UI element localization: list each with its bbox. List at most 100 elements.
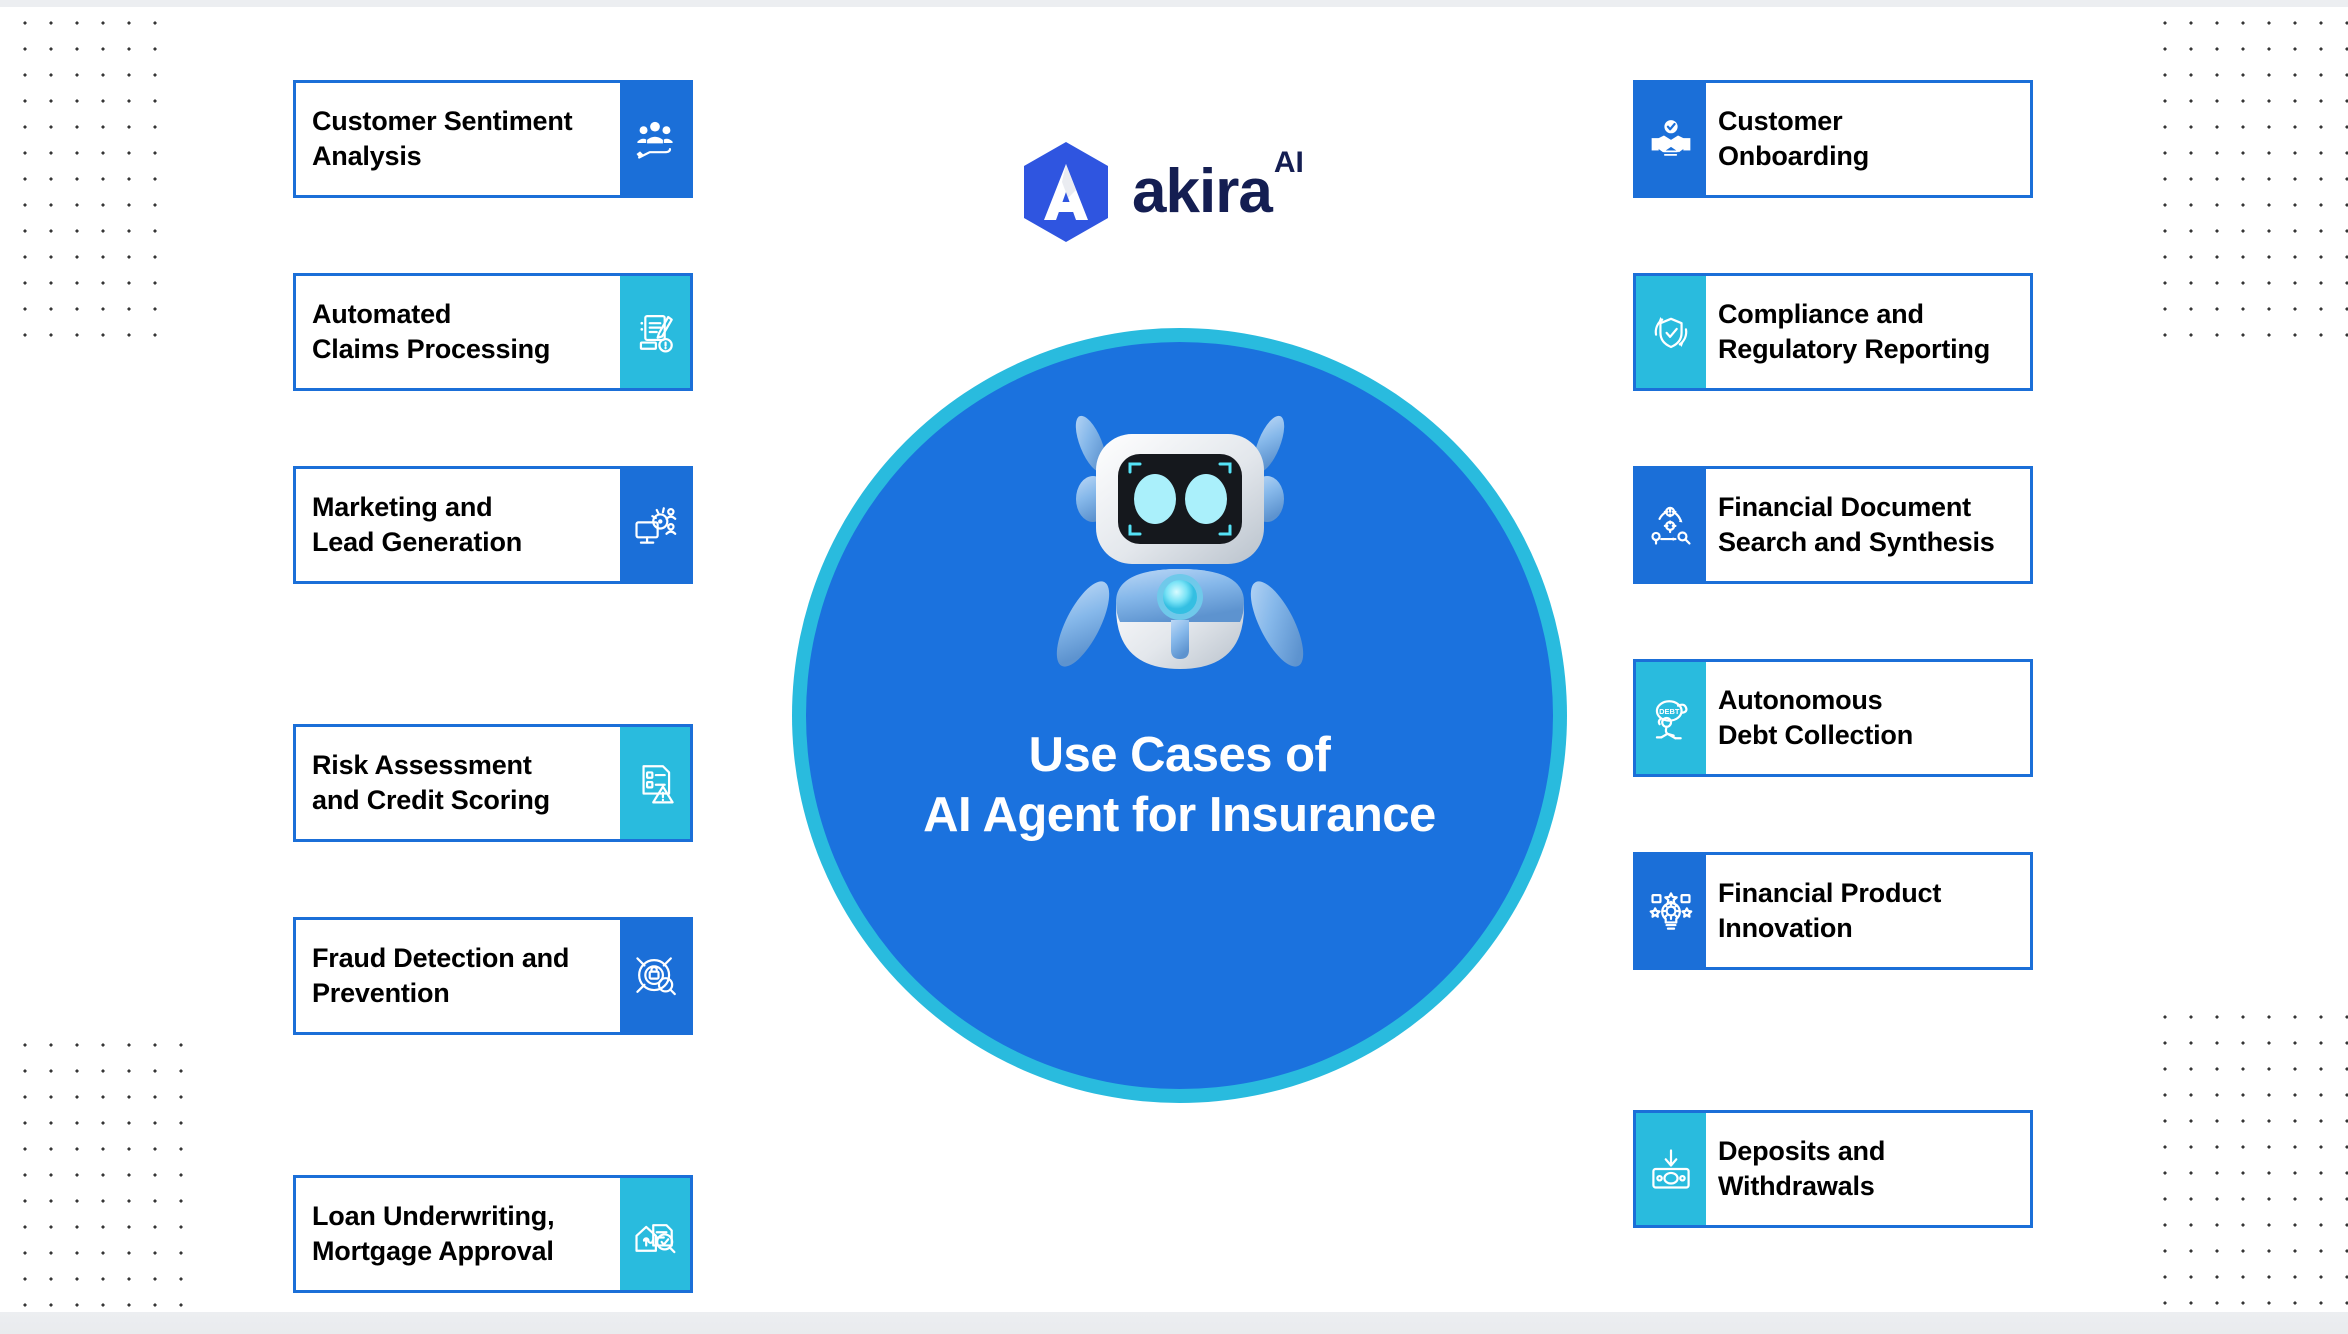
card-icon-panel [620,727,690,839]
card-label-line1: Compliance and [1718,299,1924,330]
card-label-line2: Withdrawals [1718,1171,1875,1201]
card-label: Risk Assessment and Credit Scoring [296,727,620,839]
lightbulb-gear-idea-icon [1649,892,1693,930]
center-title: Use Cases of AI Agent for Insurance [923,726,1436,846]
card-label-line2: Regulatory Reporting [1718,334,1991,364]
handshake-verified-icon [1651,120,1691,156]
network-search-icon [1651,506,1691,545]
card-label-line1: Financial Document [1718,492,1971,523]
use-case-card[interactable]: Customer Sentiment Analysis [293,80,693,198]
card-label-line1: Risk Assessment [312,750,532,781]
card-icon-panel [1636,469,1706,581]
checklist-warning-icon [642,765,674,804]
card-icon-panel [1636,276,1706,388]
card-gap [293,198,693,273]
card-label-line1: Automated [312,299,452,330]
card-label-line2: Analysis [312,141,422,171]
card-label-line1: Deposits and [1718,1136,1886,1167]
card-gap [293,584,693,724]
card-gap [293,391,693,466]
card-label-line1: Customer [1718,106,1843,137]
card-icon-panel [620,83,690,195]
shield-check-cycle-icon [1654,317,1688,349]
card-icon-panel [1636,1113,1706,1225]
brand-name: akira [1132,157,1273,226]
top-edge-strip [0,0,2348,7]
card-label-line1: Loan Underwriting, [312,1201,555,1232]
dot-pattern-bottom-right [2148,1000,2348,1312]
card-icon-panel [620,1178,690,1290]
card-label-line2: Debt Collection [1718,720,1914,750]
brand-wordmark: akiraAI [1132,148,1304,223]
dot-pattern-top-left [8,6,168,344]
people-in-hand-icon [636,121,673,159]
target-lock-magnifier-icon [636,957,676,996]
card-icon-panel [1636,855,1706,967]
card-icon-panel [620,469,690,581]
center-disc: Use Cases of AI Agent for Insurance [806,342,1553,1089]
claim-document-pen-icon [639,315,673,353]
debt-burden-person-icon: DEBT [1655,700,1688,740]
card-gap [1633,777,2033,852]
card-icon-panel [620,276,690,388]
card-label-line2: Claims Processing [312,334,551,364]
card-label: Loan Underwriting, Mortgage Approval [296,1178,620,1290]
card-gap [293,842,693,917]
card-label: Customer Sentiment Analysis [296,83,620,195]
card-label-line2: Mortgage Approval [312,1236,554,1266]
card-label-line1: Marketing and [312,492,493,523]
card-gap [293,1035,693,1175]
card-label-line2: Onboarding [1718,141,1869,171]
card-gap [1633,970,2033,1110]
dot-pattern-bottom-left [8,1028,188,1320]
bottom-edge-strip [0,1312,2348,1334]
monitor-audience-target-icon [635,507,677,544]
card-label-line2: Innovation [1718,913,1853,943]
card-icon-panel [1636,83,1706,195]
card-icon-panel [620,920,690,1032]
card-label-line2: Prevention [312,978,450,1008]
card-gap [1633,198,2033,273]
center-title-line2: AI Agent for Insurance [923,787,1436,842]
card-label-line1: Fraud Detection and [312,943,570,974]
card-gap [1633,584,2033,659]
svg-text:DEBT: DEBT [1659,707,1680,716]
brand-logo[interactable]: akiraAI [1018,140,1304,244]
house-document-check-icon [635,1224,676,1254]
card-gap [1633,391,2033,466]
card-label-line2: Lead Generation [312,527,523,557]
dot-pattern-top-right [2148,6,2348,338]
card-label-line1: Autonomous [1718,685,1883,716]
robot-mascot-icon [1056,415,1303,669]
brand-superscript: AI [1273,146,1304,180]
use-case-card[interactable]: Risk Assessment and Credit Scoring [293,724,693,842]
card-label-line1: Financial Product [1718,878,1942,909]
use-case-card[interactable]: Loan Underwriting, Mortgage Approval [293,1175,693,1293]
card-label-line2: Search and Synthesis [1718,527,1995,557]
card-icon-panel: DEBT [1636,662,1706,774]
banknote-deposit-icon [1652,1149,1690,1189]
card-label-line2: and Credit Scoring [312,785,550,815]
akira-hexagon-logo-icon [1024,142,1108,242]
center-title-line1: Use Cases of [1028,728,1331,782]
